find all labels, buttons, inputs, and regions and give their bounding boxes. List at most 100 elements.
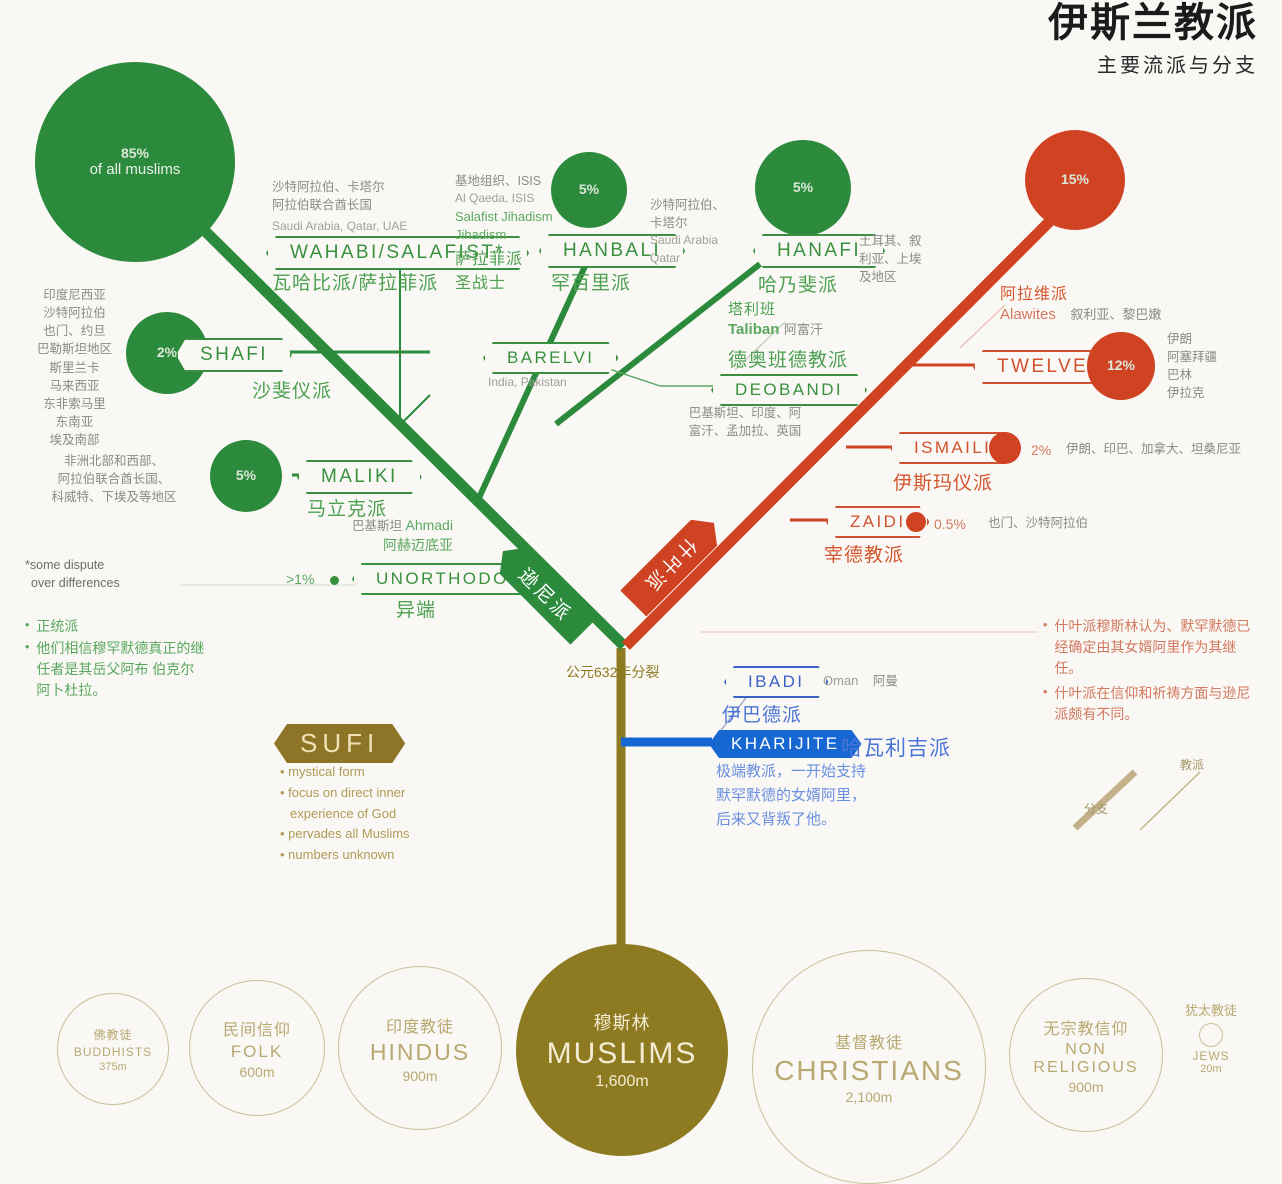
hanbali-extra-cn: 萨拉菲派 bbox=[455, 251, 524, 269]
sunni-root-caption: of all muslims bbox=[89, 161, 181, 179]
hanbali-groups: 基地组织、ISIS Al Qaeda, ISIS Salafist Jihadi… bbox=[455, 172, 553, 293]
unorthodox-pct: >1% bbox=[286, 571, 315, 587]
religion-christians-zh: 基督教徒 bbox=[834, 1035, 903, 1052]
twelvers-circle: 12% bbox=[1087, 332, 1155, 400]
taliban-cn: 塔利班 bbox=[728, 301, 777, 318]
title-sub: 主要流派与分支 bbox=[1097, 55, 1258, 78]
ismaili-circle bbox=[989, 432, 1021, 464]
hanbali-groups-cn: 基地组织、ISIS bbox=[455, 174, 542, 188]
alawites-note: 阿拉维派 Alawites 叙利亚、黎巴嫩 bbox=[1000, 280, 1161, 326]
religion-jews-en: JEWS bbox=[1192, 1049, 1230, 1063]
religion-hindus: 印度教徒 HINDUS 900m bbox=[338, 966, 502, 1130]
split-note: 公元632年分裂 bbox=[566, 664, 660, 680]
maliki-label[interactable]: MALIKI bbox=[297, 460, 422, 494]
hanbali-label-text: HANBALI bbox=[539, 234, 685, 268]
sunni-bullet-dot-1: • bbox=[25, 618, 30, 632]
barelvi-label-text: BARELVI bbox=[483, 342, 618, 374]
deobandi-label[interactable]: DEOBANDI bbox=[711, 374, 867, 406]
sunni-bullets: • 正统派 • 他们相信穆罕默德真正的继任者是其岳父阿布 伯克尔 阿卜杜拉。 bbox=[25, 616, 210, 701]
religion-buddhists-num: 375m bbox=[99, 1060, 127, 1073]
hanafi-regions: 沙特阿拉伯、 卡塔尔 Saudi Arabia Qatar bbox=[650, 196, 725, 267]
barelvi-regions-en: India, Pakistan bbox=[488, 375, 567, 389]
sufi-label[interactable]: SUFI bbox=[274, 724, 405, 763]
shia-branch-tag[interactable]: 什叶派 bbox=[620, 510, 727, 617]
hanbali-label-cn: 罕百里派 bbox=[551, 273, 632, 294]
ismaili-pct: 2% bbox=[1031, 442, 1052, 458]
kharijite-label-text: KHARIJITE bbox=[709, 730, 862, 758]
wahabi-regions-cn: 沙特阿拉伯、卡塔尔 阿拉伯联合酋长国 bbox=[272, 180, 385, 213]
shia-bullet-dot-2: • bbox=[1043, 685, 1048, 699]
hanafi-label-cn: 哈乃斐派 bbox=[758, 275, 839, 296]
maliki-label-cn: 马立克派 bbox=[307, 499, 388, 520]
sunni-bullet-1: 正统派 bbox=[36, 618, 79, 634]
jews-circle bbox=[1199, 1023, 1223, 1047]
unorthodox-groups: 巴基斯坦 Ahmadi 阿赫迈底亚 bbox=[352, 515, 453, 556]
shia-branch-tag-text: 什叶派 bbox=[620, 510, 727, 617]
maliki-pct: 5% bbox=[235, 467, 257, 484]
ibadi-label-text: IBADI bbox=[724, 666, 828, 698]
hanbali-circle: 5% bbox=[551, 152, 627, 228]
shia-bullet-2: 什叶派在信仰和祈祷方面与逊尼派颇有不同。 bbox=[1054, 685, 1251, 722]
religion-nonreligious-en: NON RELIGIOUS bbox=[1033, 1041, 1139, 1076]
religion-jews-zh: 犹太教徒 bbox=[1184, 1003, 1237, 1018]
hanafi-regions-en: Saudi Arabia bbox=[650, 233, 719, 248]
hanbali-extra-en: Salafist Jihadism bbox=[455, 208, 553, 224]
sufi-bullet-3: • pervades all Muslims bbox=[280, 826, 410, 842]
ibadi-label[interactable]: IBADI bbox=[724, 666, 828, 698]
religion-hindus-num: 900m bbox=[402, 1067, 438, 1084]
kharijite-label[interactable]: KHARIJITE bbox=[709, 730, 862, 758]
sunni-root-circle: 85% of all muslims bbox=[35, 62, 235, 262]
sunni-root-pct: 85% bbox=[120, 144, 150, 161]
taliban-loc-cn: 阿富汗 bbox=[783, 322, 823, 337]
shia-root-circle: 15% bbox=[1025, 130, 1125, 230]
unorthodox-label-cn: 异端 bbox=[396, 600, 437, 621]
ibadi-label-cn: 伊巴德派 bbox=[722, 705, 803, 726]
ibadi-regions-en: Oman bbox=[823, 673, 859, 688]
zaidi-pct: 0.5% bbox=[934, 516, 966, 532]
hanbali-pct: 5% bbox=[578, 181, 600, 198]
wahabi-regions-en: Saudi Arabia, Qatar, UAE bbox=[272, 219, 408, 233]
hanbali-groups-en: Al Qaeda, ISIS bbox=[455, 191, 535, 206]
religion-christians-num: 2,100m bbox=[845, 1089, 893, 1105]
hanafi-pct: 5% bbox=[792, 179, 814, 196]
shafi-pct: 2% bbox=[156, 344, 178, 361]
religion-christians-en: CHRISTIANS bbox=[774, 1055, 964, 1086]
sufi-bullet-2b: experience of God bbox=[290, 805, 397, 821]
shafi-regions-cn: 印度尼西亚 沙特阿拉伯 也门、约旦 巴勒斯坦地区 斯里兰卡 马来西亚 东非索马里… bbox=[36, 288, 112, 447]
religion-muslims-zh: 穆斯林 bbox=[593, 1013, 651, 1033]
barelvi-label[interactable]: BARELVI bbox=[483, 342, 618, 374]
unorthodox-dot bbox=[330, 572, 339, 590]
hanafi-label[interactable]: HANAFI bbox=[753, 234, 885, 268]
shia-root-pct: 15% bbox=[1060, 171, 1090, 188]
taliban-en: Taliban bbox=[728, 321, 780, 338]
deobandi-regions-cn: 巴基斯坦、印度、阿 富汗、孟加拉、英国 bbox=[688, 406, 802, 439]
religion-folk-zh: 民间信仰 bbox=[222, 1022, 291, 1039]
zaidi-label[interactable]: ZAIDI bbox=[826, 506, 929, 538]
unorthodox-groups-cn: 巴基斯坦 Ahmadi bbox=[352, 517, 453, 533]
religion-folk-en: FOLK bbox=[230, 1042, 284, 1061]
sufi-label-text: SUFI bbox=[274, 724, 405, 763]
sufi-bullet-4: • numbers unknown bbox=[280, 847, 395, 863]
maliki-regions-cn: 非洲北部和西部、 阿拉伯联合酋长国、 科威特、下埃及等地区 bbox=[51, 454, 177, 505]
taliban-line: Taliban 阿富汗 bbox=[728, 319, 823, 341]
wahabi-label-cn: 瓦哈比派/萨拉菲派 bbox=[272, 273, 439, 294]
zaidi-label-text: ZAIDI bbox=[826, 506, 929, 538]
religion-buddhists-zh: 佛教徒 bbox=[93, 1027, 133, 1042]
unorthodox-groups-en: Ahmadi bbox=[405, 517, 453, 533]
sunni-bullet-2: 他们相信穆罕默德真正的继任者是其岳父阿布 伯克尔 阿卜杜拉。 bbox=[36, 640, 205, 699]
maliki-circle: 5% bbox=[210, 440, 282, 512]
legend-thick-label: 分支 bbox=[1084, 802, 1109, 816]
hanafi-regions-cn2: 卡塔尔 bbox=[650, 216, 688, 231]
religion-nonreligious: 无宗教信仰 NON RELIGIOUS 900m bbox=[1009, 978, 1163, 1132]
wahabi-label[interactable]: WAHABI/SALAFIST* bbox=[266, 236, 529, 270]
maliki-label-text: MALIKI bbox=[297, 460, 422, 494]
ibadi-regions-cn: 阿曼 bbox=[872, 674, 898, 688]
deobandi-label-cn: 德奥班德教派 bbox=[728, 350, 849, 371]
shia-bullet-1: 什叶派穆斯林认为、默罕默德已经确定由其女婿阿里作为其继任。 bbox=[1054, 618, 1251, 676]
sufi-bullets: • mystical form • focus on direct inner … bbox=[280, 762, 470, 866]
shafi-label[interactable]: SHAFI bbox=[176, 338, 292, 372]
hanafi-regions-en2: Qatar bbox=[650, 250, 681, 265]
zaidi-label-cn: 宰德教派 bbox=[824, 545, 905, 566]
hanbali-label[interactable]: HANBALI bbox=[539, 234, 685, 268]
shia-bullets: • 什叶派穆斯林认为、默罕默德已经确定由其女婿阿里作为其继任。 • 什叶派在信仰… bbox=[1043, 616, 1258, 725]
